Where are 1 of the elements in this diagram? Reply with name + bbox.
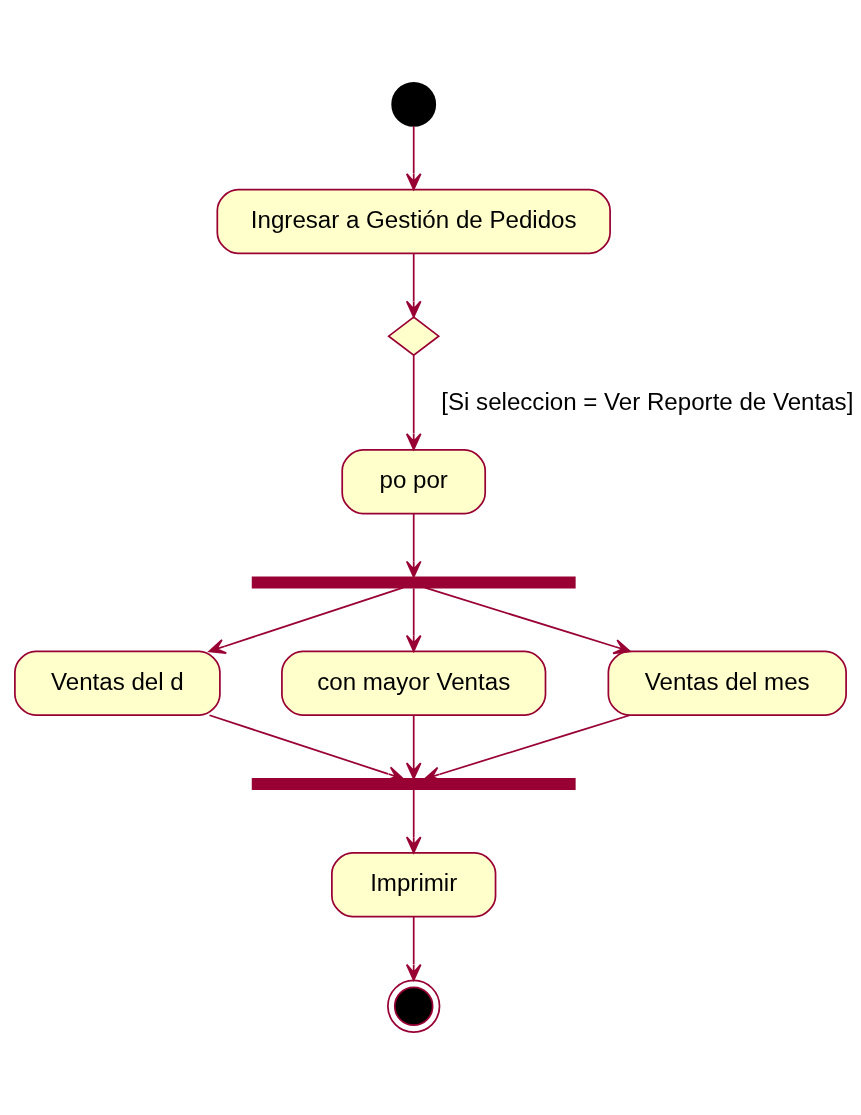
edge-label: [Si seleccion = Ver Reporte de Ventas]: [441, 387, 854, 415]
